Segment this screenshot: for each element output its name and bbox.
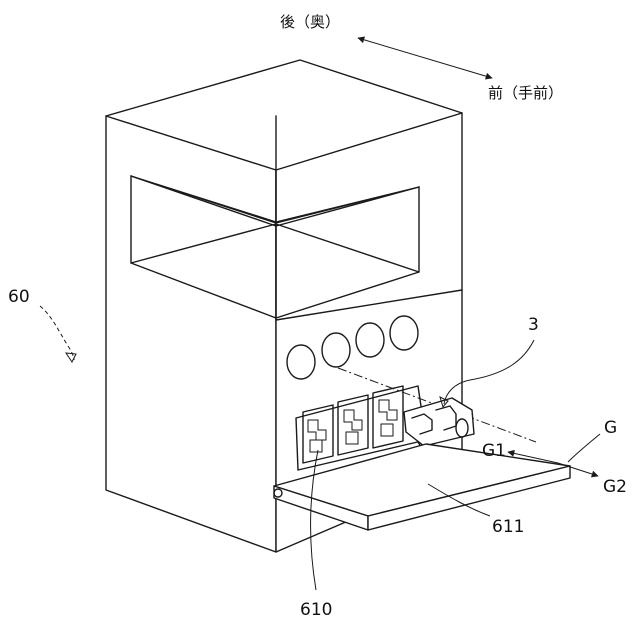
label-3: 3	[528, 315, 539, 335]
front-rear-arrow	[358, 38, 492, 78]
label-610: 610	[300, 600, 332, 620]
label-g1: G1	[482, 441, 506, 461]
rear-label: 後（奥）	[280, 13, 340, 31]
label-g2: G2	[603, 477, 627, 497]
label-g: G	[604, 418, 617, 438]
label-611: 611	[492, 517, 524, 537]
leader-60-arrowhead	[66, 353, 76, 362]
leader-60	[40, 306, 74, 360]
label-60: 60	[8, 287, 30, 307]
g-leader	[568, 434, 600, 462]
front-label: 前（手前）	[488, 84, 563, 102]
